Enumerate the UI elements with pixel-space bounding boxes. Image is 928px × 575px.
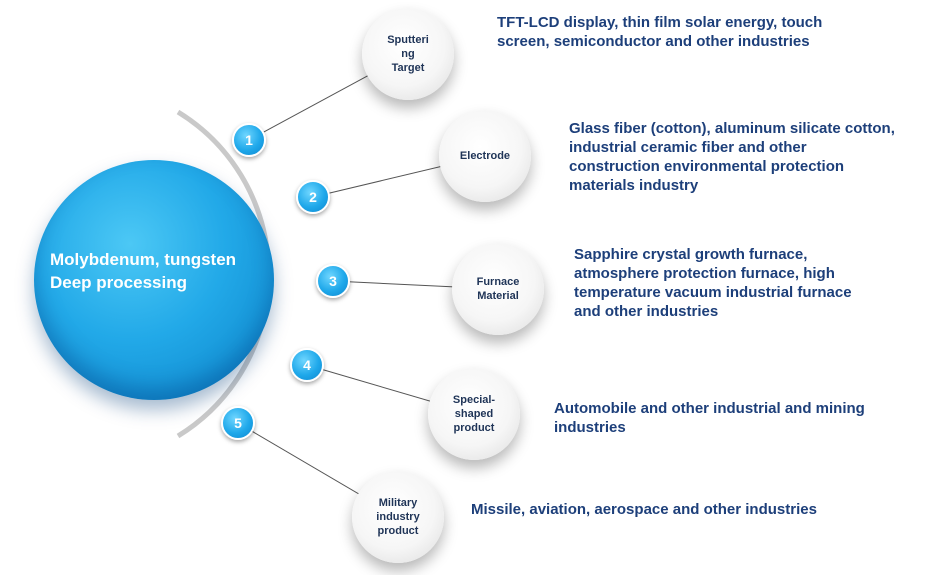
description-line: TFT-LCD display, thin film solar energy,… [497,14,823,31]
product-bubble-electrode: Sputteri Electrode [439,110,531,202]
product-label: Electrode [451,149,519,163]
description-line: and other industries [574,303,719,320]
product-label-line: Sputteri [387,34,429,46]
product-label: Special- shaped product [440,393,508,435]
step-marker-1: 1 [232,123,266,157]
product-bubble-military-industry-product: Military industry product [352,471,444,563]
description-line: screen, semiconductor and other industri… [497,33,810,50]
product-bubble-sputtering-target: Sputteri ng Target [362,8,454,100]
step-number: 2 [309,189,317,205]
product-label-line: Military [378,497,418,509]
step-marker-5: 5 [221,406,255,440]
step-marker-3: 3 [316,264,350,298]
description-line: atmosphere protection furnace, high [574,265,835,282]
step-number: 3 [329,273,337,289]
step-number: 1 [245,132,253,148]
description-military-industry-product: Missile, aviation, aerospace and other i… [471,500,817,519]
product-label-line: shaped [454,408,494,420]
description-electrode: Glass fiber (cotton), aluminum silicate … [569,119,895,195]
product-label-line: product [377,525,419,537]
product-label-line: Target [391,62,425,74]
center-hub-circle [34,160,274,400]
product-bubble-special-shaped-product: Special- shaped product [428,368,520,460]
product-label-line: product [453,422,495,434]
product-label-line: Special- [452,394,496,406]
step-marker-4: 4 [290,348,324,382]
description-line: industries [554,419,626,436]
hub-line-2: Deep processing [50,273,187,292]
description-line: Glass fiber (cotton), aluminum silicate … [569,120,895,137]
product-label-line: ng [401,48,415,60]
description-line: industrial ceramic fiber and other [569,139,807,156]
product-label-line: Material [477,290,519,302]
description-line: materials industry [569,177,699,194]
product-label: Sputteri ng Target [374,33,442,75]
description-furnace-material: Sapphire crystal growth furnace, atmosph… [574,245,852,321]
product-bubble-furnace-material: Furnace Material [452,243,544,335]
description-line: Sapphire crystal growth furnace, [574,246,808,263]
center-hub-label: Molybdenum, tungsten Deep processing [50,248,280,294]
description-sputtering-target: TFT-LCD display, thin film solar energy,… [497,13,822,51]
description-line: temperature vacuum industrial furnace [574,284,852,301]
description-line: Automobile and other industrial and mini… [554,400,865,417]
step-number: 5 [234,415,242,431]
hub-line-1: Molybdenum, tungsten [50,250,237,269]
description-line: construction environmental protection [569,158,845,175]
product-label: Furnace Material [464,275,532,303]
product-label-line: Electrode [459,150,511,162]
product-label: Military industry product [364,496,432,538]
description-line: Missile, aviation, aerospace and other i… [471,501,817,518]
product-label-line: Furnace [476,276,520,288]
product-label-line: industry [376,511,420,523]
description-special-shaped-product: Automobile and other industrial and mini… [554,399,865,437]
step-marker-2: 2 [296,180,330,214]
step-number: 4 [303,357,311,373]
